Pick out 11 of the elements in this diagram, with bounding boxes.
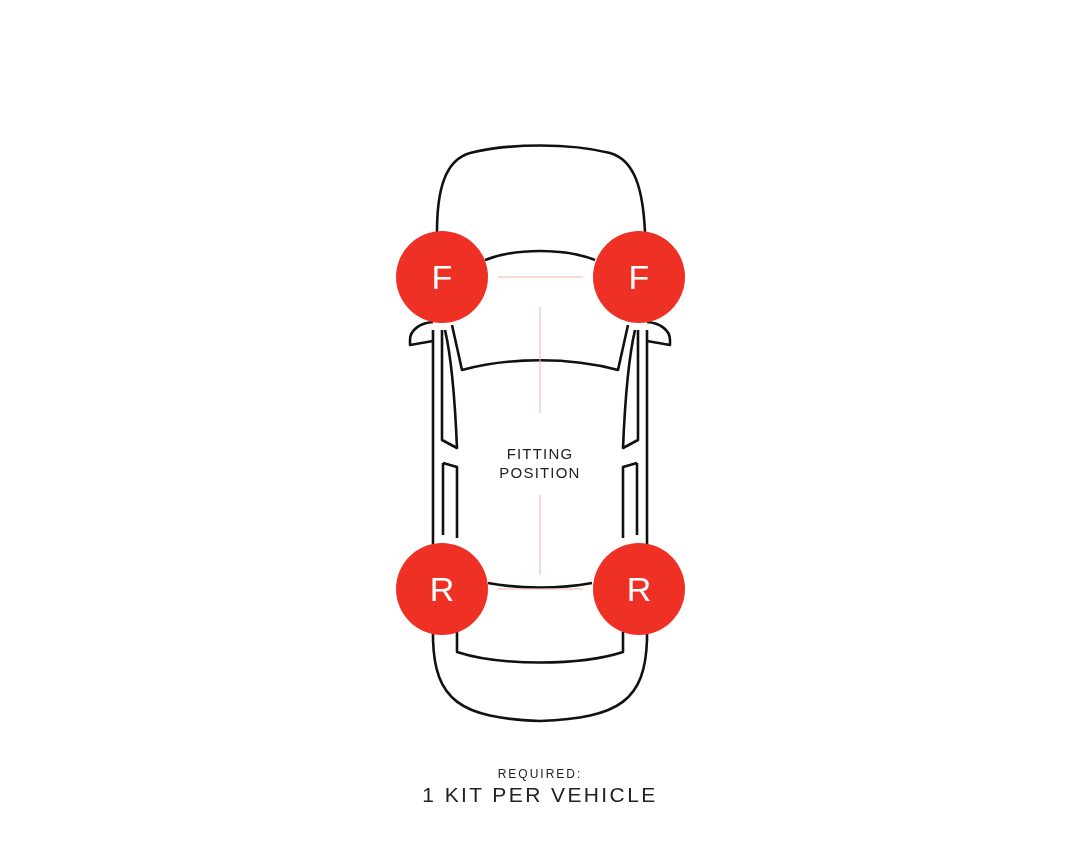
connector-line: [497, 276, 584, 278]
required-label: REQUIRED:: [497, 767, 583, 781]
wheel-position-marker: R: [396, 543, 488, 635]
wheel-position-marker: F: [593, 231, 685, 323]
connector-line: [497, 588, 584, 590]
leader-line: [539, 306, 541, 414]
leader-line: [539, 494, 541, 576]
kit-quantity-text: 1 KIT PER VEHICLE: [422, 783, 658, 807]
fitting-position-text: FITTING POSITION: [490, 443, 590, 483]
wheel-position-marker: F: [396, 231, 488, 323]
wheel-position-marker: R: [593, 543, 685, 635]
